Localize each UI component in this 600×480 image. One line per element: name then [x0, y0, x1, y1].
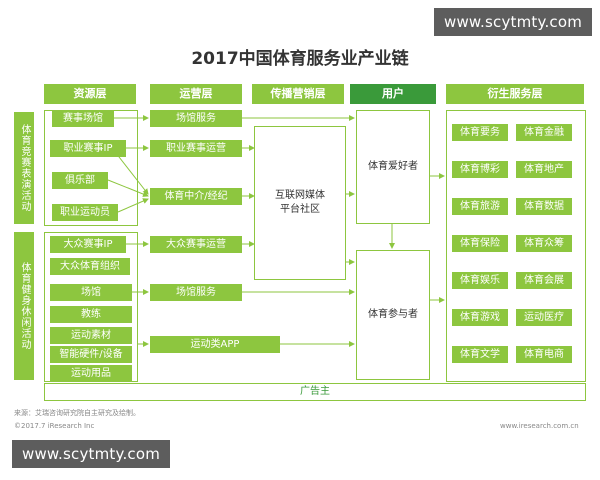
derived-item: 体育旅游	[452, 198, 508, 215]
derived-item: 体育娱乐	[452, 272, 508, 289]
user-participant-label: 体育参与者	[368, 309, 418, 320]
resource-court: 场馆	[50, 284, 132, 301]
site-url: www.iresearch.com.cn	[500, 422, 579, 430]
source-note: 来源：艾瑞咨询研究院自主研究及绘制。	[14, 409, 140, 417]
ops-venue-service: 场馆服务	[150, 110, 242, 127]
derived-item: 体育地产	[516, 161, 572, 178]
derived-item: 体育要务	[452, 124, 508, 141]
derived-item: 体育众筹	[516, 235, 572, 252]
watermark-top: www.scytmty.com	[434, 8, 593, 36]
ops-pro-event-operation: 职业赛事运营	[150, 140, 242, 157]
user-enthusiast: 体育爱好者	[356, 110, 430, 224]
derived-item: 体育文学	[452, 346, 508, 363]
resource-mass-sports-org: 大众体育组织	[50, 258, 130, 275]
resource-sports-material: 运动素材	[50, 327, 132, 344]
resource-venue: 赛事场馆	[52, 110, 114, 127]
resource-coach: 教练	[50, 306, 132, 323]
resource-mass-event-ip: 大众赛事IP	[50, 236, 126, 253]
ops-sports-app: 运动类APP	[150, 336, 280, 353]
watermark-bottom: www.scytmty.com	[12, 440, 171, 468]
resource-smart-hardware: 智能硬件/设备	[50, 346, 132, 363]
media-platform-label: 互联网媒体平台社区	[275, 190, 325, 215]
media-platform: 互联网媒体平台社区	[254, 126, 346, 280]
side-label-fitness: 体育健身休闲活动	[14, 232, 34, 380]
advertiser-bar: 广告主	[44, 383, 586, 401]
derived-item: 运动医疗	[516, 309, 572, 326]
derived-item: 体育数据	[516, 198, 572, 215]
resource-pro-athlete: 职业运动员	[52, 204, 118, 221]
ops-mass-event-operation: 大众赛事运营	[150, 236, 242, 253]
user-participant: 体育参与者	[356, 250, 430, 380]
header-derived: 衍生服务层	[446, 84, 584, 104]
ops-court-service: 场馆服务	[150, 284, 242, 301]
diagram-title: 2017中国体育服务业产业链	[191, 49, 409, 69]
header-user: 用户	[350, 84, 436, 104]
derived-item: 体育博彩	[452, 161, 508, 178]
resource-sports-goods: 运动用品	[50, 365, 132, 382]
derived-item: 体育会展	[516, 272, 572, 289]
copyright: ©2017.7 iResearch Inc	[14, 422, 95, 430]
derived-item: 体育保险	[452, 235, 508, 252]
derived-item: 体育电商	[516, 346, 572, 363]
resource-pro-event-ip: 职业赛事IP	[50, 140, 126, 157]
derived-item: 体育游戏	[452, 309, 508, 326]
side-label-competition: 体育竞赛表演活动	[14, 112, 34, 224]
header-marketing: 传播营销层	[252, 84, 344, 104]
header-operation: 运营层	[150, 84, 242, 104]
resource-club: 俱乐部	[52, 172, 108, 189]
ops-agency: 体育中介/经纪	[150, 188, 242, 205]
derived-item: 体育金融	[516, 124, 572, 141]
user-enthusiast-label: 体育爱好者	[368, 161, 418, 172]
header-resource: 资源层	[44, 84, 136, 104]
